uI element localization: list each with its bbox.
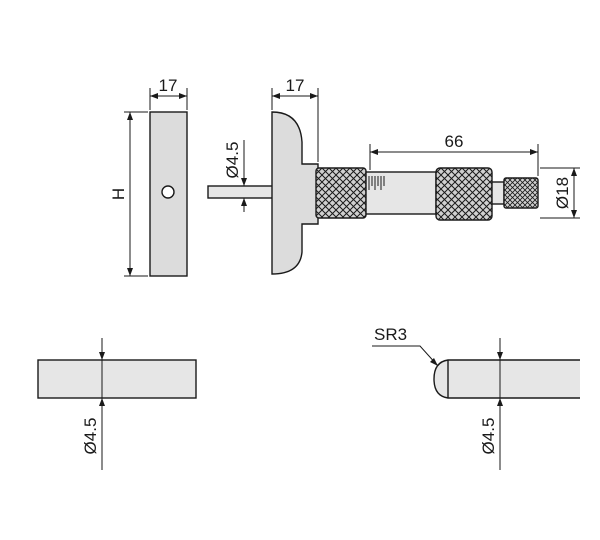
block-width-label: 17 [159, 76, 178, 95]
micrometer-base [271, 111, 319, 275]
spherical-radius-leader [372, 345, 439, 367]
rod-diameter-arrow-top [241, 178, 247, 186]
base-width-arrow-left [272, 93, 280, 99]
block-height-arrow-top [127, 112, 133, 120]
block-width-arrow-left [150, 93, 158, 99]
sleeve-graduations [368, 176, 385, 190]
rod-diameter-arrow-bottom [241, 198, 247, 206]
spherical-rod-arrow-top [497, 352, 503, 360]
thimble-knurl [435, 167, 493, 221]
spherical-rod-arrow-bottom [497, 398, 503, 406]
block-height-label: H [109, 188, 128, 200]
flat-rod-arrow-bottom [99, 398, 105, 406]
block-height-arrow-bottom [127, 268, 133, 276]
lock-collar-knurl [315, 167, 367, 219]
base-width-label: 17 [286, 76, 305, 95]
base-width-arrow-right [310, 93, 318, 99]
micrometer-sleeve [365, 171, 437, 215]
flat-rod-diameter-label: Ø4.5 [81, 418, 100, 455]
thimble-diameter-arrow-bottom [571, 210, 577, 218]
spherical-rod-diameter-label: Ø4.5 [479, 418, 498, 455]
depth-micrometer: 17 Ø4.5 66 Ø18 [207, 76, 580, 275]
block-width-arrow-right [179, 93, 187, 99]
thimble-diameter-arrow-top [571, 168, 577, 176]
rod-diameter-label: Ø4.5 [223, 142, 242, 179]
spindle-length-arrow-right [530, 149, 538, 155]
flat-rod-body [37, 359, 197, 399]
ratchet-neck [491, 181, 505, 205]
spindle-length-arrow-left [370, 149, 378, 155]
flat-end-rod: Ø4.5 [37, 338, 197, 470]
spindle-length-label: 66 [445, 132, 464, 151]
extension-block: 17 H [109, 76, 188, 277]
flat-rod-arrow-top [99, 352, 105, 360]
spherical-rod-body [433, 359, 580, 399]
ratchet-knob-knurl [503, 177, 539, 209]
measuring-rod [207, 185, 275, 199]
spherical-end-rod: Ø4.5 SR3 [372, 325, 580, 470]
spherical-radius-label: SR3 [374, 325, 407, 344]
thimble-diameter-label: Ø18 [553, 177, 572, 209]
spherical-radius-arrow [430, 358, 438, 366]
block-hole [161, 185, 175, 199]
